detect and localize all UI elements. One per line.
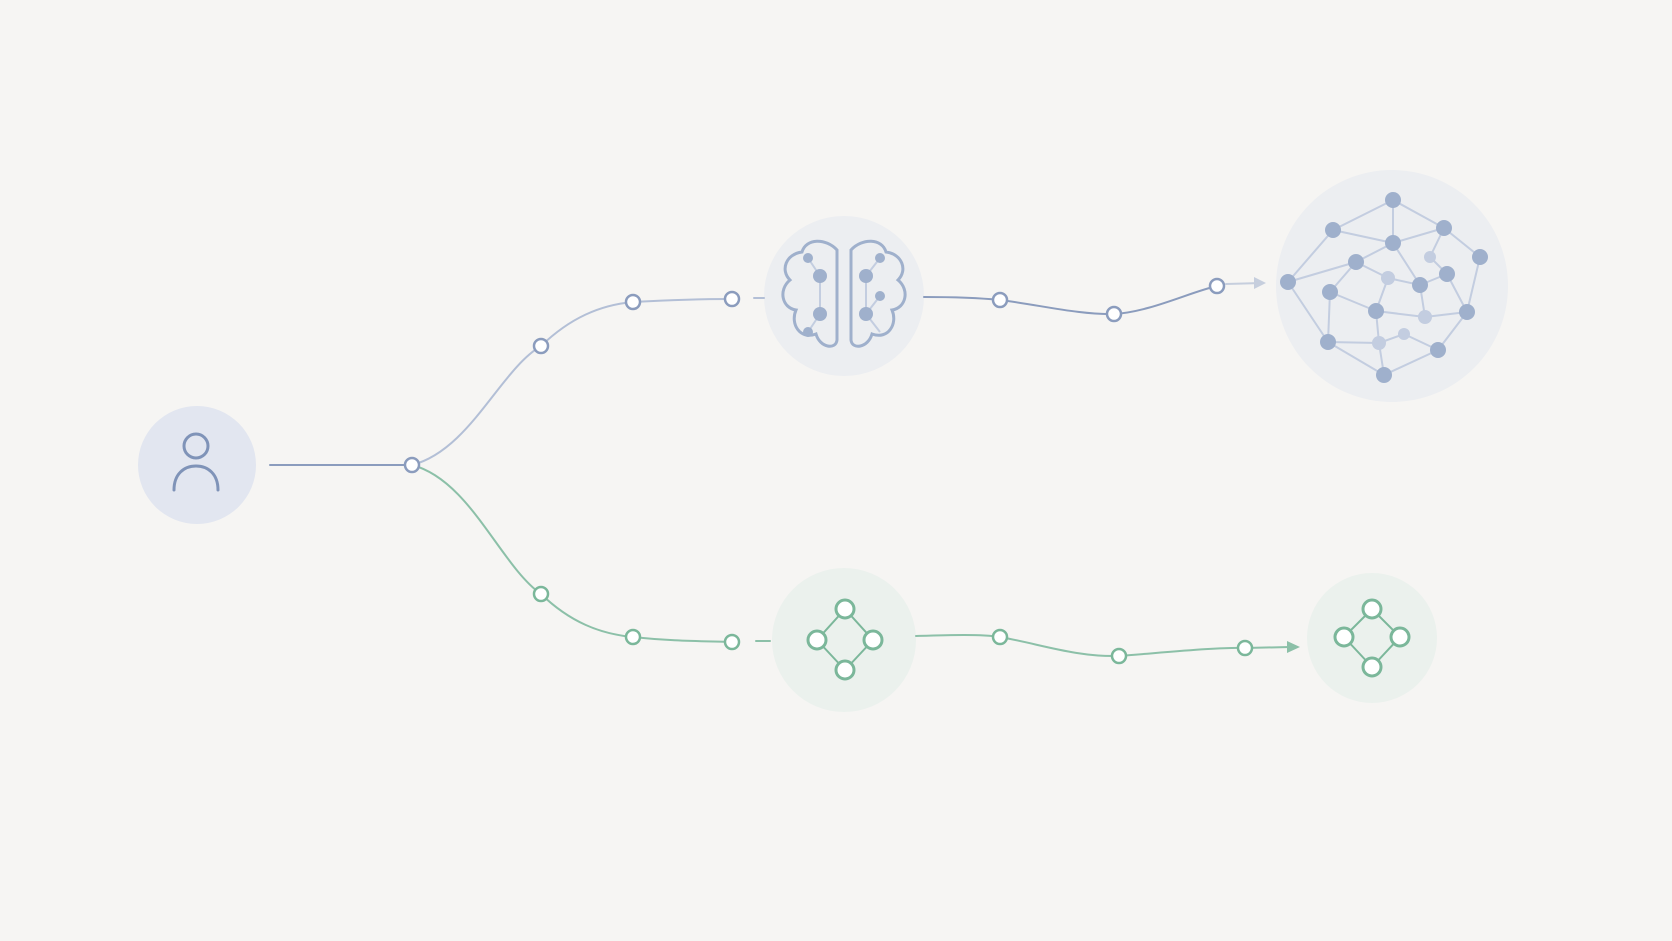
lower-branch-line	[411, 464, 733, 643]
upper-arrowhead	[1254, 277, 1266, 289]
lower-waypoint	[624, 628, 642, 646]
small-graph-icon	[806, 598, 884, 681]
lower-waypoint	[532, 585, 550, 603]
upper-waypoint	[1105, 305, 1123, 323]
lower-waypoint	[1110, 647, 1128, 665]
lower-waypoints	[532, 585, 1254, 665]
upper-waypoint	[1208, 277, 1226, 295]
graph-node-halo	[772, 568, 916, 712]
upper-waypoint	[624, 293, 642, 311]
upper-waypoint	[991, 291, 1009, 309]
brain-icon	[781, 239, 907, 348]
user-icon	[172, 432, 220, 492]
upper-waypoint	[723, 290, 741, 308]
lower-continuation-line	[915, 634, 1291, 658]
end-graph-node-halo	[1307, 573, 1437, 703]
lower-waypoint	[723, 633, 741, 651]
lower-waypoint	[991, 628, 1009, 646]
brain-node-halo	[764, 216, 924, 376]
upper-continuation-line	[923, 285, 1218, 316]
upper-waypoints	[532, 277, 1226, 355]
junction-point	[403, 456, 421, 474]
lower-waypoint	[1236, 639, 1254, 657]
upper-waypoint	[532, 337, 550, 355]
lower-arrowhead	[1287, 641, 1300, 653]
network-graph-icon	[1280, 192, 1488, 383]
upper-branch-line	[411, 298, 733, 466]
end-graph-icon	[1333, 598, 1411, 678]
